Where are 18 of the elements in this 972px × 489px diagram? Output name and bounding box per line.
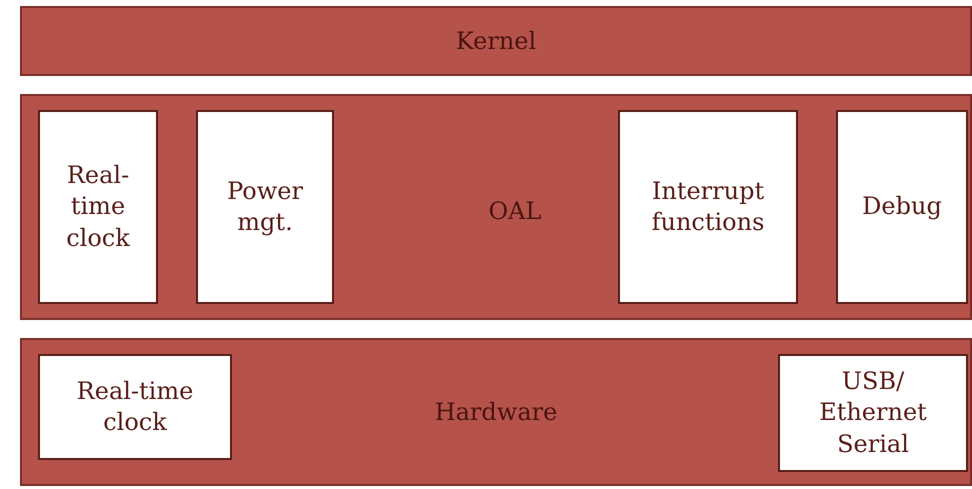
layer-label: Kernel <box>456 27 536 55</box>
module-box <box>618 110 798 304</box>
layer-label: OAL <box>488 197 542 226</box>
layer-band <box>20 338 972 486</box>
module-label: Real-time clock <box>65 160 131 254</box>
module-box <box>38 354 232 460</box>
module-label: Real-time clock <box>76 376 194 438</box>
module-label: Interrupt functions <box>650 176 766 238</box>
module-label: USB/ Ethernet Serial <box>818 366 928 460</box>
module-box <box>836 110 968 304</box>
module-box <box>38 110 158 304</box>
module-box <box>196 110 334 304</box>
module-label: Power mgt. <box>226 176 304 238</box>
layer-band <box>20 6 972 76</box>
layer-band <box>20 94 972 320</box>
module-label: Debug <box>861 191 943 222</box>
module-box <box>778 354 968 472</box>
layer-label: Hardware <box>434 398 558 426</box>
